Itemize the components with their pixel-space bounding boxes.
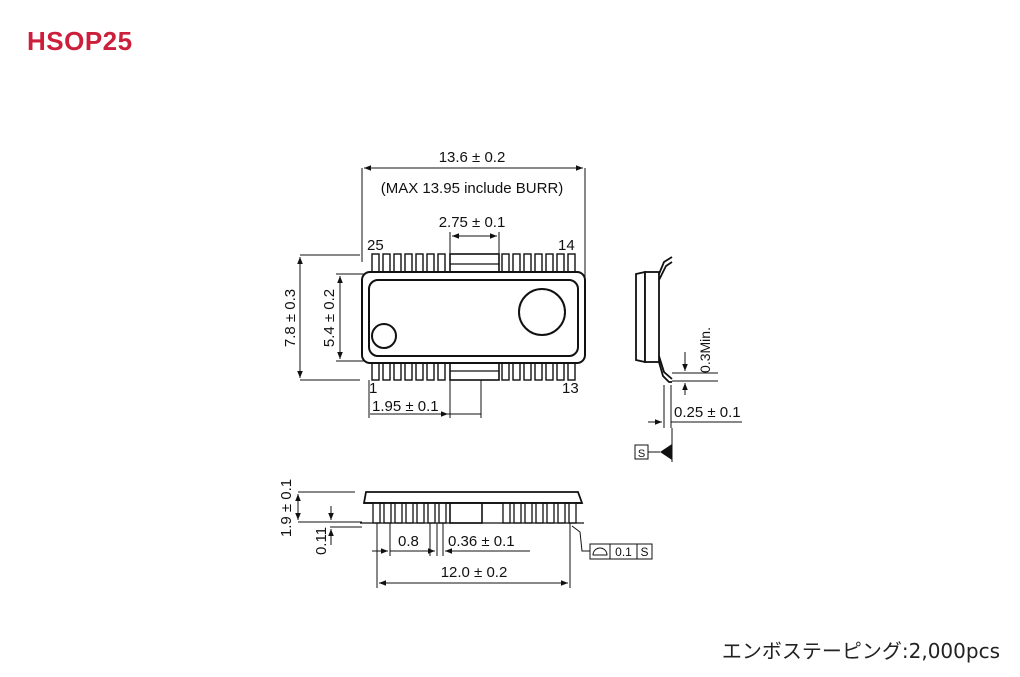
bottom-lead <box>523 361 532 381</box>
datum-triangle <box>660 444 672 460</box>
side-top-lead <box>658 256 673 281</box>
ejector-mark <box>518 288 566 336</box>
lead-width-label: 0.36 ± 0.1 <box>448 533 515 550</box>
bottom-lead <box>534 361 543 381</box>
pin1-mark <box>371 323 397 349</box>
bottom-lead <box>556 361 565 381</box>
height-label: 1.9 ± 0.1 <box>278 479 295 537</box>
standoff-label: 0.11 <box>313 527 330 555</box>
front-leads <box>372 502 577 524</box>
pin-14-label: 14 <box>558 237 575 254</box>
front-lead <box>546 502 555 524</box>
datum-label: S <box>638 448 645 460</box>
lead-min-label: 0.3Min. <box>697 327 713 373</box>
width-label: 13.6 ± 0.2 <box>439 149 506 166</box>
top-lead <box>567 253 576 274</box>
bottom-lead <box>512 361 521 381</box>
flatness-symbol <box>592 547 608 556</box>
front-lead <box>502 502 511 524</box>
front-lead <box>394 502 403 524</box>
total-height-label: 7.8 ± 0.3 <box>282 289 299 347</box>
pin-1-label: 1 <box>369 380 377 397</box>
top-lead <box>523 253 532 274</box>
front-lead <box>416 502 425 524</box>
front-lead <box>405 502 414 524</box>
bottom-lead <box>404 361 413 381</box>
bottom-lead <box>567 361 576 381</box>
top-lead <box>534 253 543 274</box>
pitch-label: 0.8 <box>398 533 419 550</box>
top-lead <box>404 253 413 274</box>
top-lead <box>415 253 424 274</box>
side-view <box>634 256 742 462</box>
package-title: HSOP25 <box>27 26 133 56</box>
tab-width-label: 2.75 ± 0.1 <box>439 214 506 231</box>
bottom-lead <box>501 361 510 381</box>
datum-box <box>634 444 649 460</box>
front-lead <box>383 502 392 524</box>
tolerance-frame <box>589 543 653 560</box>
front-lead <box>557 502 566 524</box>
top-lead <box>393 253 402 274</box>
front-center-tab <box>449 502 483 524</box>
package-body <box>361 271 586 364</box>
top-view <box>297 165 586 418</box>
bottom-lead <box>437 361 446 381</box>
bottom-lead <box>415 361 424 381</box>
front-body <box>362 491 584 504</box>
bottom-lead <box>426 361 435 381</box>
bottom-lead <box>371 361 380 381</box>
top-lead <box>512 253 521 274</box>
package-body-inner <box>368 279 579 357</box>
front-lead <box>568 502 577 524</box>
front-lead <box>438 502 447 524</box>
front-view <box>295 491 653 588</box>
front-lead <box>524 502 533 524</box>
top-lead <box>426 253 435 274</box>
top-lead <box>501 253 510 274</box>
pin-25-label: 25 <box>367 237 384 254</box>
body-height-label: 5.4 ± 0.2 <box>321 289 338 347</box>
top-lead <box>545 253 554 274</box>
top-lead <box>371 253 380 274</box>
pin-offset-label: 1.95 ± 0.1 <box>372 398 439 415</box>
max-note-label: (MAX 13.95 include BURR) <box>381 180 564 197</box>
bottom-lead <box>393 361 402 381</box>
side-body <box>635 270 646 364</box>
top-lead <box>382 253 391 274</box>
tolerance-datum-label: S <box>640 545 648 559</box>
tolerance-value-label: 0.1 <box>615 545 632 559</box>
span-label: 12.0 ± 0.2 <box>441 564 508 581</box>
side-bottom-lead <box>658 355 673 383</box>
top-lead <box>556 253 565 274</box>
front-lead <box>535 502 544 524</box>
bottom-lead <box>545 361 554 381</box>
top-lead <box>437 253 446 274</box>
bottom-lead <box>382 361 391 381</box>
packing-note: エンボステーピング:2,000pcs <box>721 639 1000 663</box>
front-lead <box>513 502 522 524</box>
pin-13-label: 13 <box>562 380 579 397</box>
front-lead <box>427 502 436 524</box>
lead-thickness-label: 0.25 ± 0.1 <box>674 404 741 421</box>
front-lead <box>372 502 381 524</box>
